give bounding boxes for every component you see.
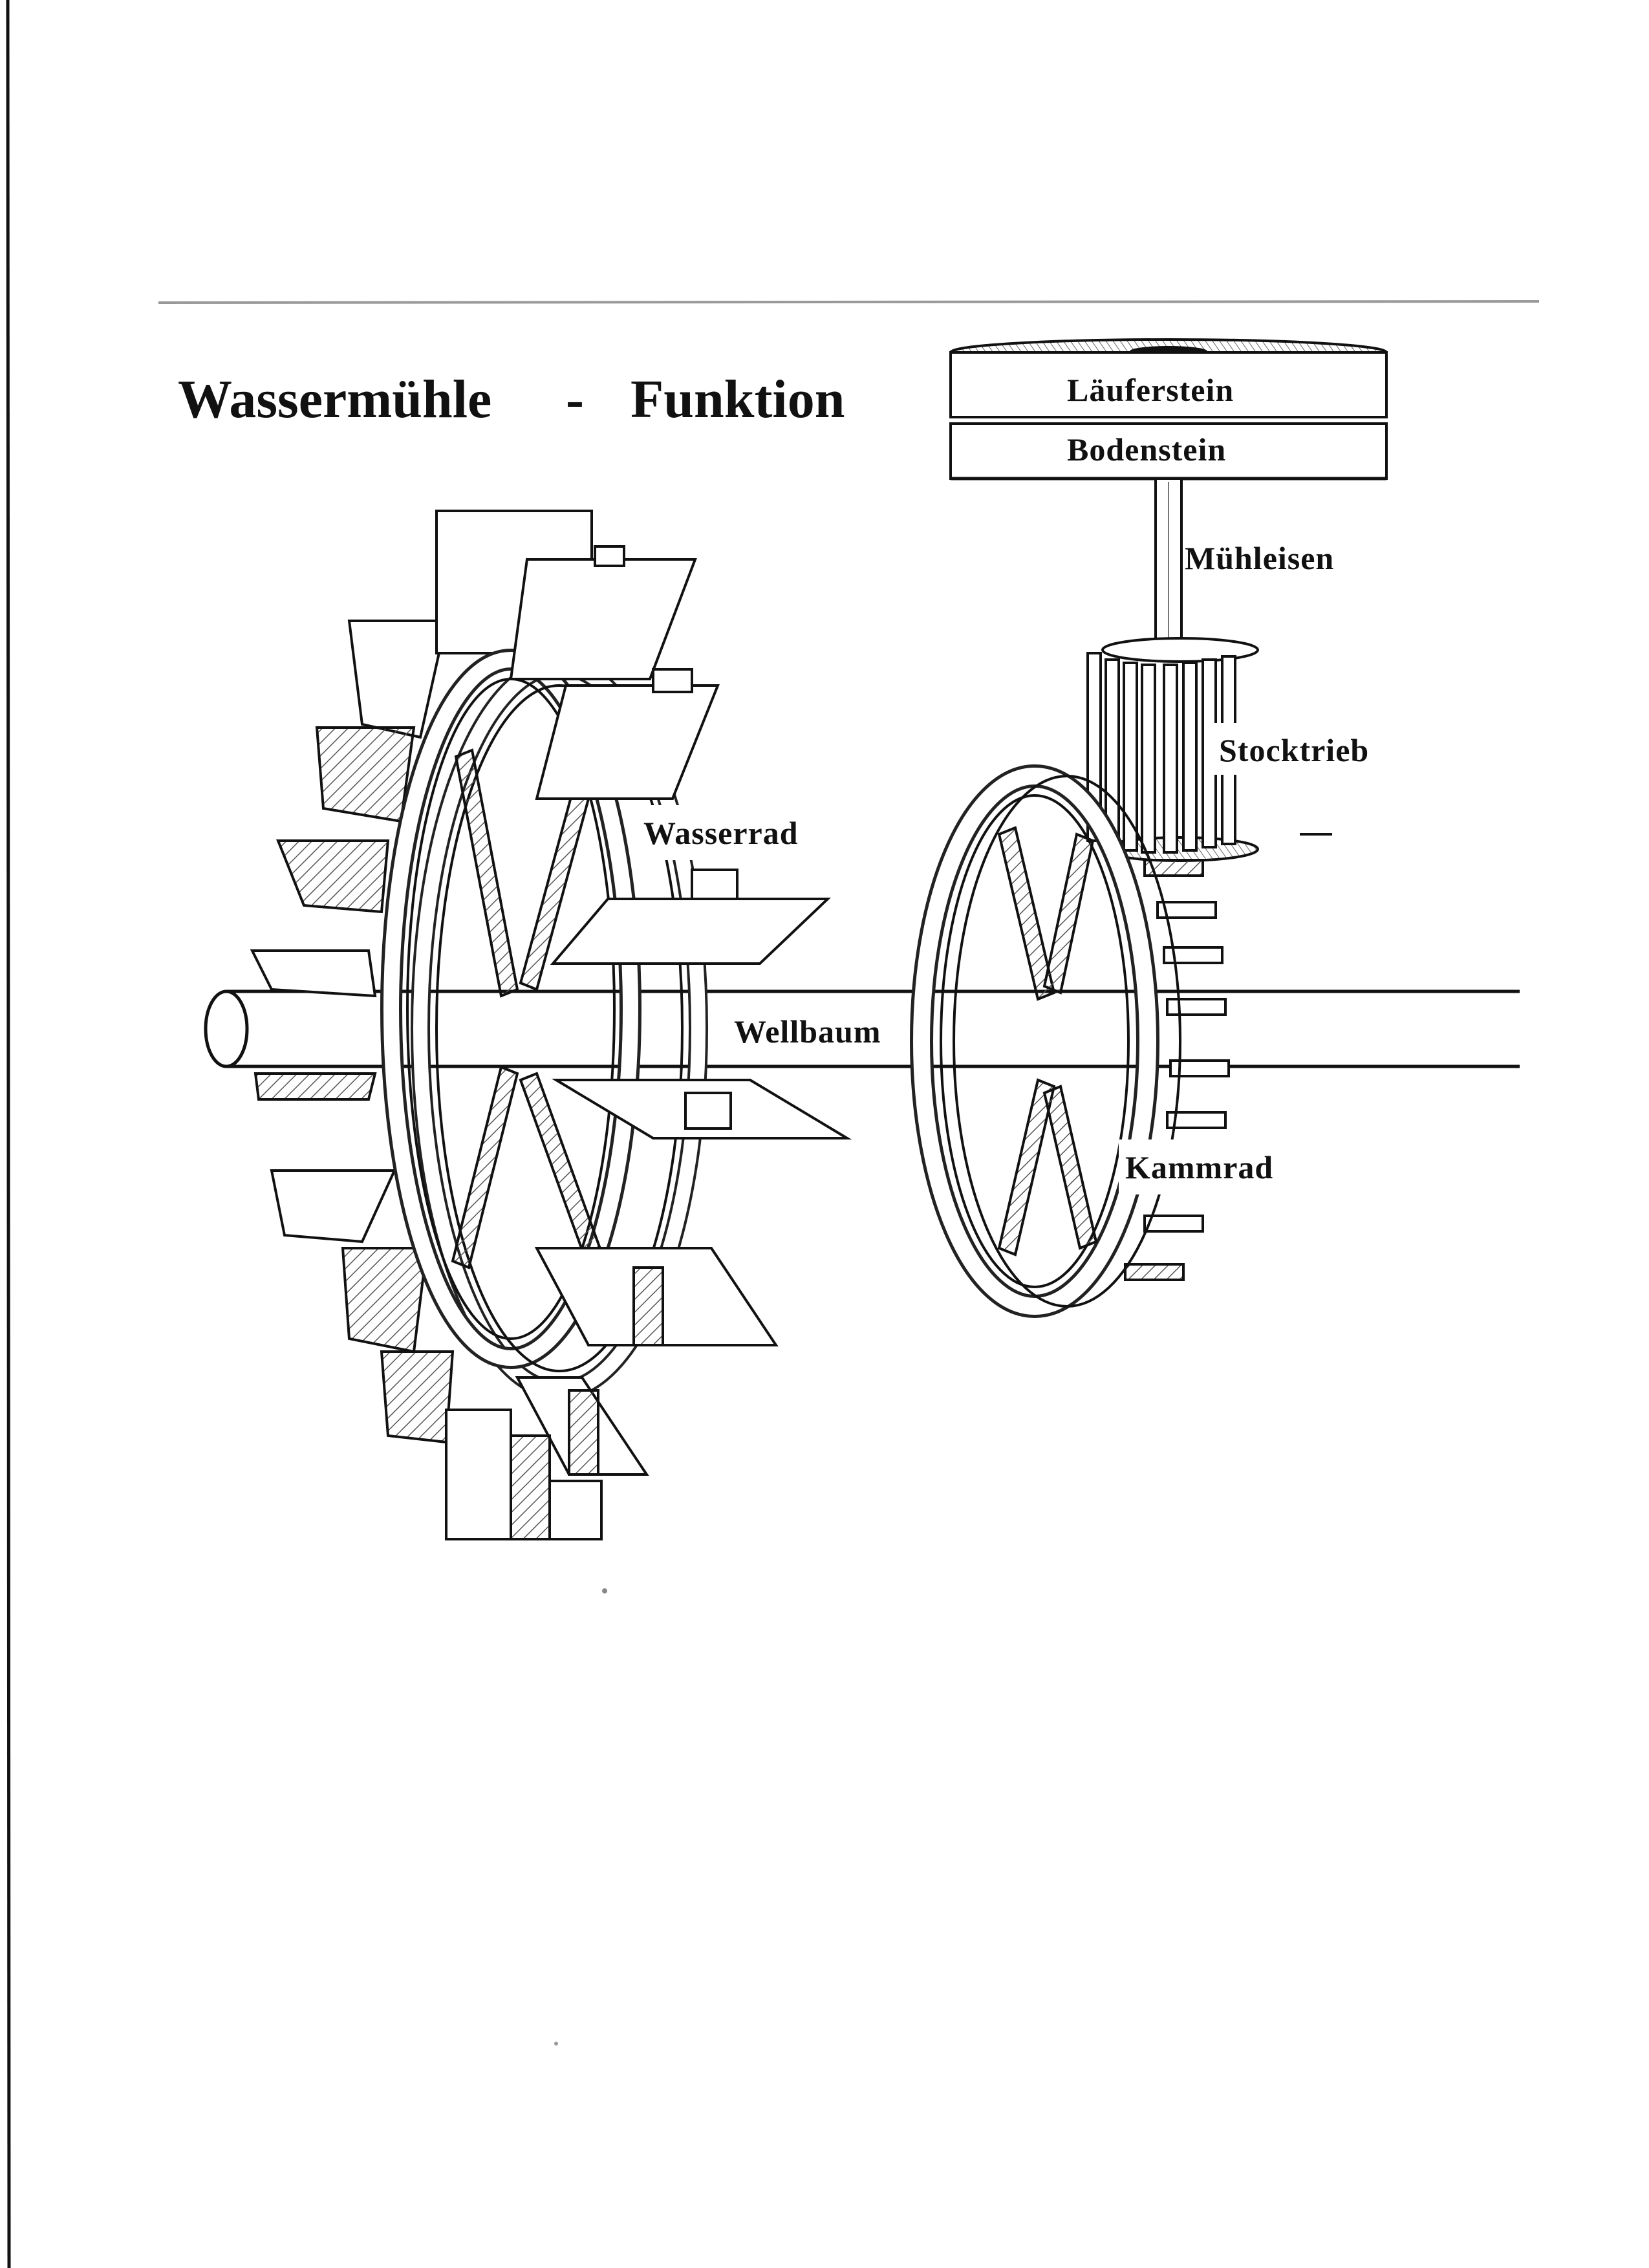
diagram-title: Wassermühle - Funktion bbox=[178, 369, 845, 429]
muehleisen-spindle bbox=[1154, 477, 1183, 654]
scan-edge-left bbox=[6, 0, 11, 2268]
label-bodenstein: Bodenstein bbox=[1067, 431, 1226, 468]
wellbaum-shaft bbox=[204, 989, 1520, 1068]
scan-top-rule bbox=[158, 300, 1540, 304]
scan-speck bbox=[602, 1588, 607, 1593]
wasserrad-wheel bbox=[250, 510, 852, 1540]
label-wasserrad: Wasserrad bbox=[643, 815, 799, 851]
label-stocktrieb: Stocktrieb bbox=[1219, 732, 1369, 768]
millstone-assembly bbox=[949, 338, 1388, 481]
kammrad-cogwheel bbox=[910, 764, 1230, 1318]
label-muehleisen: Mühleisen bbox=[1185, 540, 1334, 576]
label-laeuferstein: Läuferstein bbox=[1067, 372, 1234, 408]
scan-speck bbox=[554, 2042, 558, 2046]
label-kammrad: Kammrad bbox=[1125, 1149, 1273, 1185]
label-wellbaum: Wellbaum bbox=[734, 1013, 881, 1050]
